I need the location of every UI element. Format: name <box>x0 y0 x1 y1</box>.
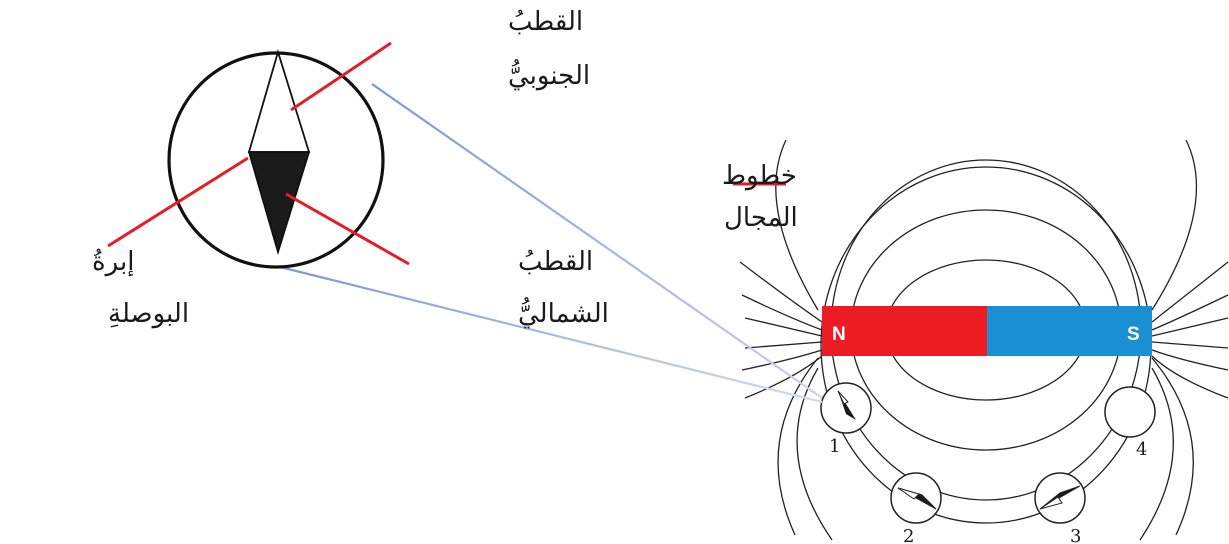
small-compass-3: 3 <box>1034 472 1086 544</box>
south-pole-label: S <box>1127 324 1140 345</box>
south-pole-line1: القطبُ <box>508 7 583 37</box>
small-compass-4: 4 <box>1104 386 1156 460</box>
south-pole-line2: الجنوبيُّ <box>508 58 590 91</box>
north-pole-line1: القطبُ <box>518 247 593 277</box>
south-half <box>987 306 1152 356</box>
leader-lines <box>107 41 786 266</box>
bar-magnet: N S <box>822 306 1152 356</box>
compass-number-4: 4 <box>1136 439 1147 460</box>
compass-needle-line2: البوصلةِ <box>108 299 189 329</box>
small-compass-1: 1 <box>820 382 872 457</box>
big-compass <box>167 48 385 269</box>
field-lines-line1: خطوط <box>722 161 797 191</box>
label-south-pole: القطبُ الجنوبيُّ <box>508 7 590 91</box>
compass-needle-line1: إبرةُ <box>92 247 134 277</box>
small-compass-2: 2 <box>890 472 942 544</box>
zoom-lines <box>275 83 823 404</box>
north-pole-line2: الشماليُّ <box>518 296 609 329</box>
north-half <box>822 306 987 356</box>
compass-number-1: 1 <box>829 436 840 457</box>
field-lines-line2: المجال <box>724 203 798 233</box>
compass-number-2: 2 <box>903 526 914 544</box>
label-compass-needle: إبرةُ البوصلةِ <box>92 247 189 329</box>
label-north-pole: القطبُ الشماليُّ <box>518 247 609 329</box>
label-field-lines: خطوط المجال <box>722 161 798 233</box>
needle-north-half <box>247 151 311 256</box>
north-pole-label: N <box>832 324 846 345</box>
compass-number-3: 3 <box>1070 526 1081 544</box>
